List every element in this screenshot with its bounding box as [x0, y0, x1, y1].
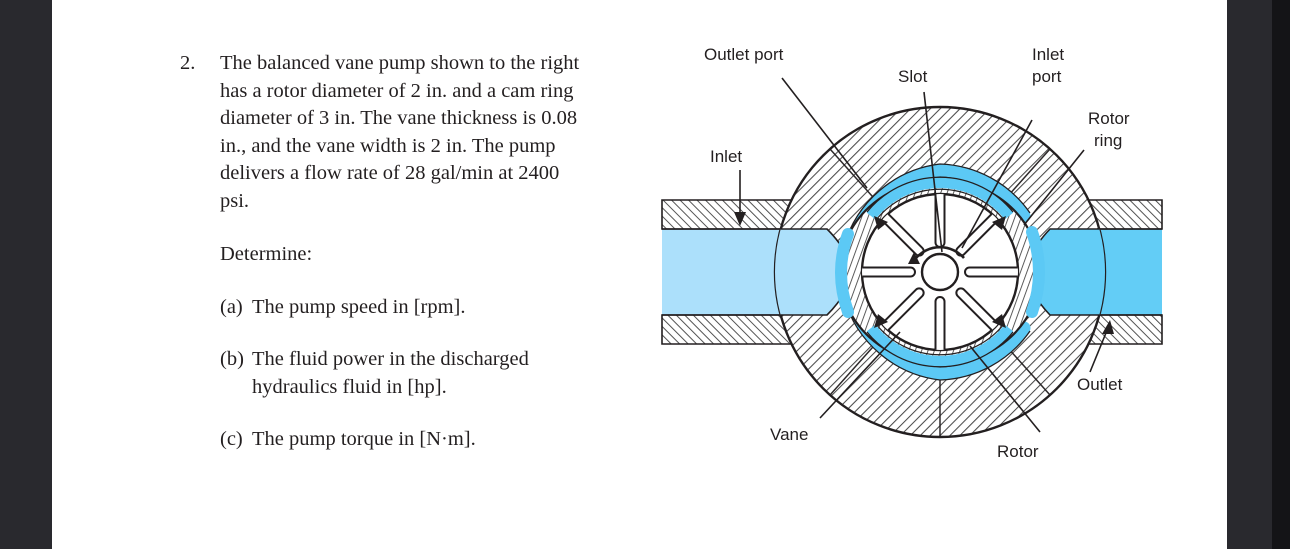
letterbox-bar-left: [0, 0, 52, 549]
vane-pump-figure: Outlet port Slot Inlet port Rotor ring I…: [652, 20, 1172, 480]
part-a-label: (a): [220, 295, 243, 318]
rotor-shaft-bore: [920, 252, 960, 292]
callout-arrowhead-icons: [734, 212, 1114, 334]
callout-inlet-port-line2: port: [1032, 67, 1062, 86]
document-page: 2. The balanced vane pump shown to the r…: [52, 0, 1227, 549]
problem-statement-row: 2. The balanced vane pump shown to the r…: [180, 50, 585, 215]
problem-statement: The balanced vane pump shown to the righ…: [220, 52, 580, 212]
port-arcs: [866, 177, 1014, 367]
part-a-text: The pump speed in [rpm].: [252, 295, 466, 318]
fluid-side-bridges: [835, 226, 1045, 318]
part-b-label: (b): [220, 348, 244, 370]
callout-slot: Slot: [898, 67, 928, 86]
flow-arrow-icons: [874, 216, 1006, 328]
vane-slots: [862, 194, 1018, 350]
callout-rotor-ring-line1: Rotor: [1088, 109, 1130, 128]
problem-part-a: (a) The pump speed in [rpm].: [220, 294, 585, 322]
problem-number: 2.: [180, 52, 196, 74]
callout-outlet: Outlet: [1077, 375, 1123, 394]
callout-outlet-port: Outlet port: [704, 45, 784, 64]
part-b-text: The fluid power in the discharged hydrau…: [252, 348, 529, 398]
part-c-text: The pump torque in [N·m].: [252, 428, 476, 450]
part-c-label: (c): [220, 428, 243, 450]
callout-rotor-ring-line2: ring: [1094, 131, 1122, 150]
rotor: [860, 192, 1020, 352]
determine-heading: Determine:: [220, 243, 313, 265]
callout-rotor: Rotor: [997, 442, 1039, 461]
problem-part-b: (b) The fluid power in the discharged hy…: [220, 346, 585, 401]
port-arc-outlines: [866, 176, 1014, 368]
letterbox-bar-right: [1227, 0, 1272, 549]
rotation-arrow-head-icon: [908, 252, 920, 264]
letterbox-bar-edge: [1272, 0, 1290, 549]
problem-text-block: 2. The balanced vane pump shown to the r…: [180, 50, 585, 454]
callout-inlet-port-line1: Inlet: [1032, 45, 1064, 64]
callout-leader-lines: [739, 77, 1109, 433]
problem-part-c: (c) The pump torque in [N·m].: [220, 426, 585, 454]
rotation-arrow-icon: [915, 245, 965, 259]
callout-vane: Vane: [770, 425, 808, 444]
callout-inlet: Inlet: [710, 147, 742, 166]
